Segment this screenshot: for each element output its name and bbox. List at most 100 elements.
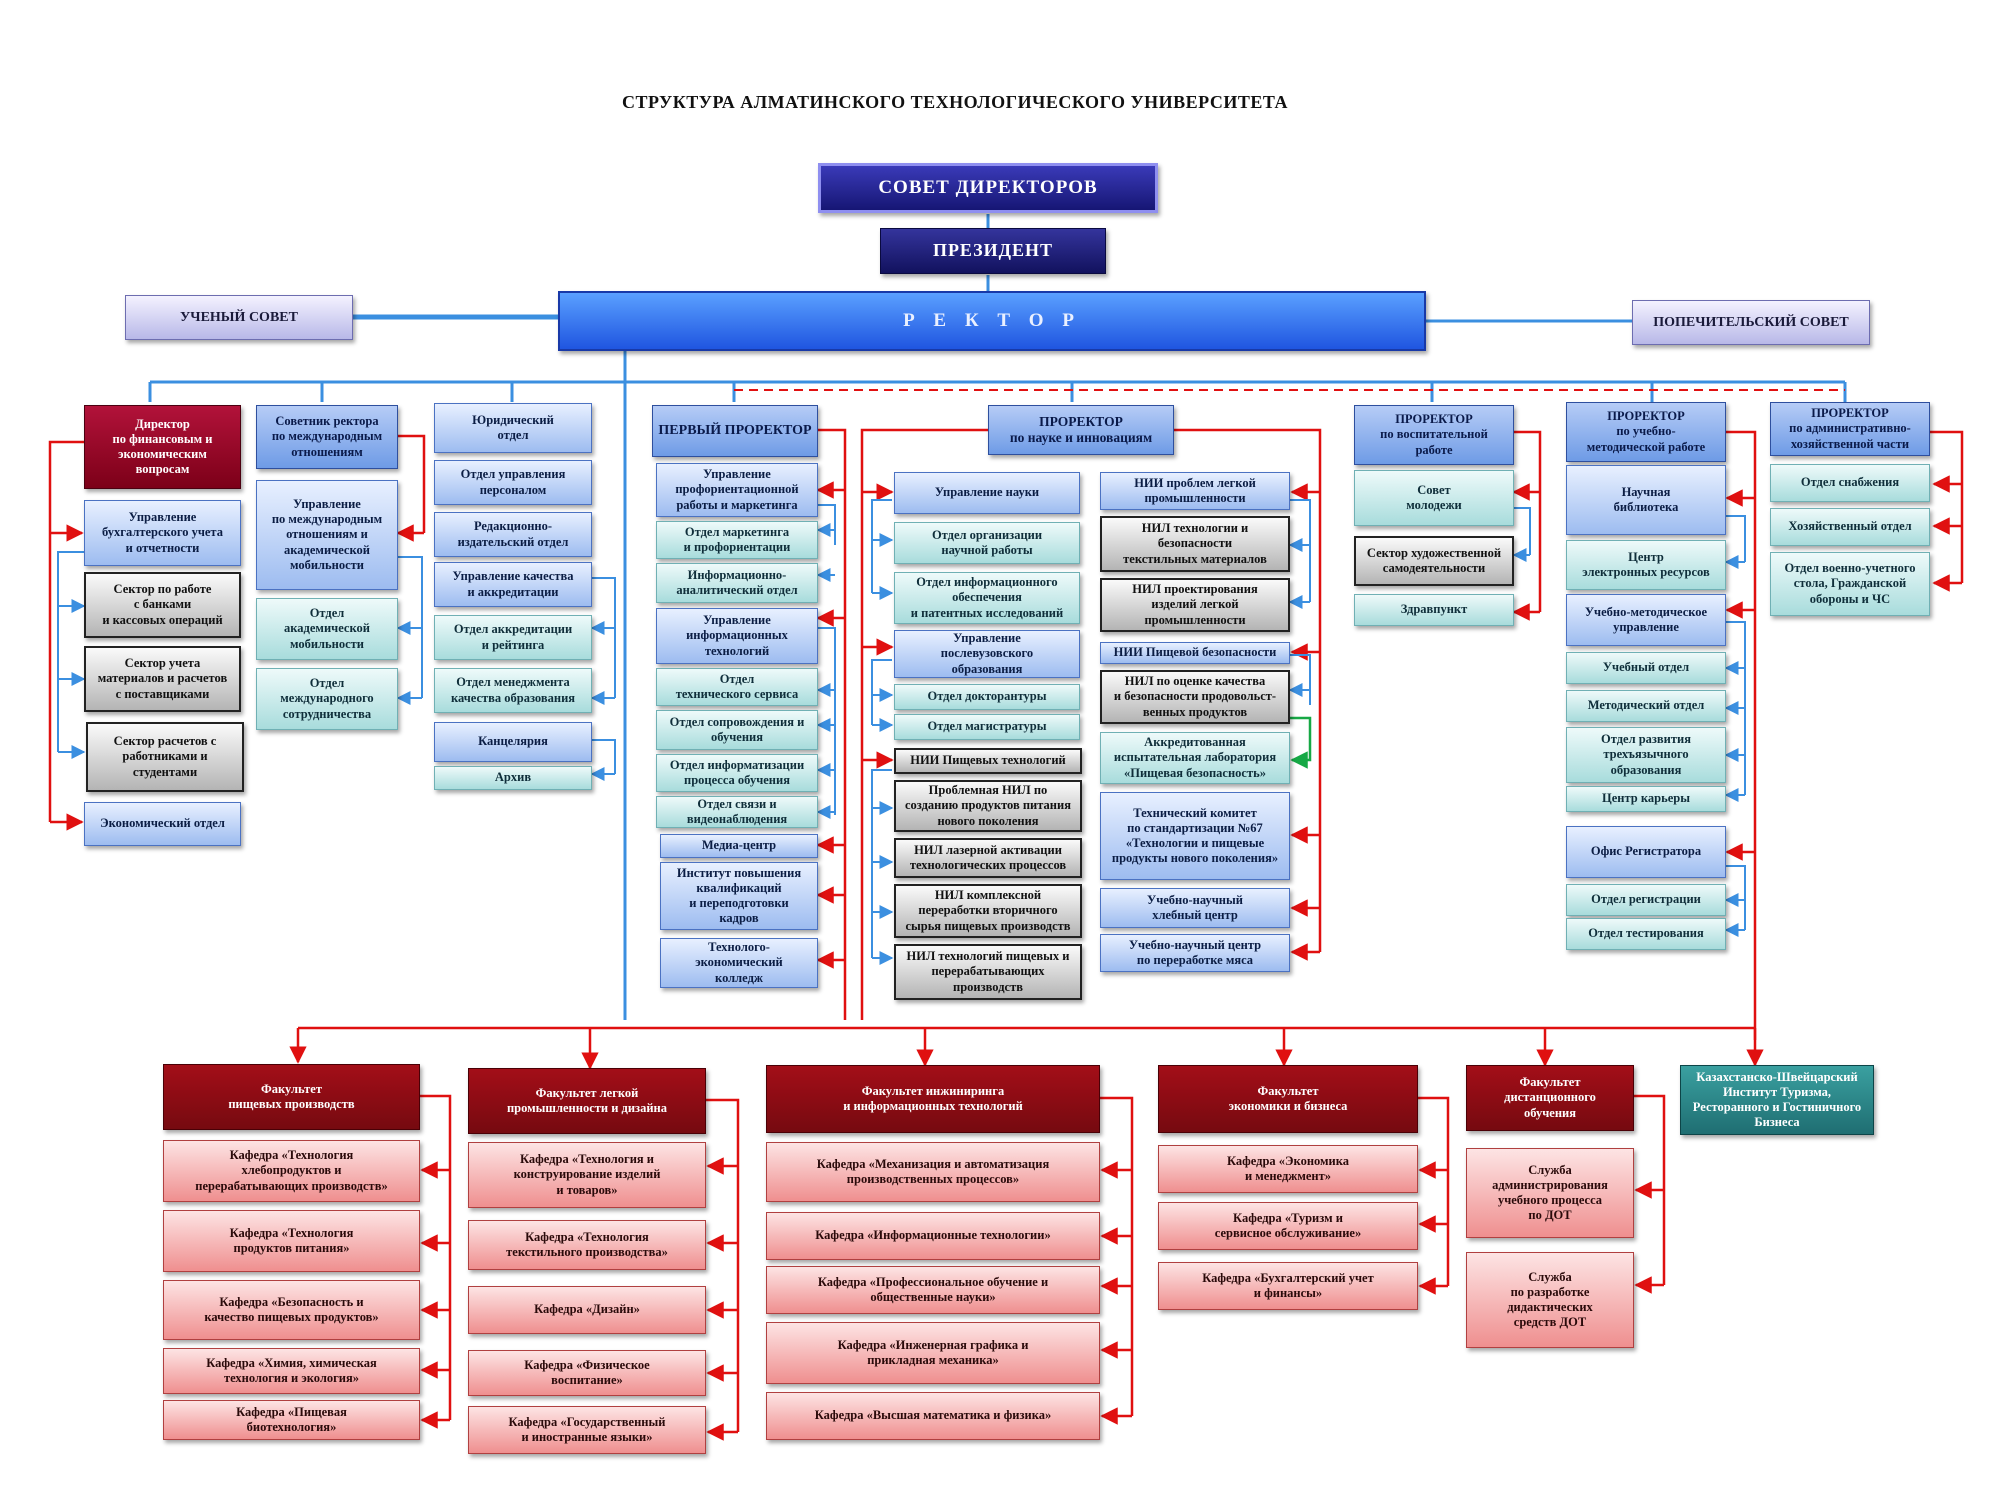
- admin-vice-rector-head[interactable]: ПРОРЕКТОР по административно- хозяйствен…: [1770, 402, 1930, 456]
- rector[interactable]: Р Е К Т О Р: [558, 291, 1426, 351]
- department[interactable]: Кафедра «Технология хлебопродуктов и пер…: [163, 1140, 420, 1202]
- col3-item[interactable]: Отдел аккредитации и рейтинга: [434, 615, 592, 660]
- faculty-food[interactable]: Факультет пищевых производств: [163, 1064, 420, 1130]
- department[interactable]: Кафедра «Механизация и автоматизация про…: [766, 1142, 1100, 1202]
- col4-item[interactable]: Технолого- экономический колледж: [660, 938, 818, 988]
- department[interactable]: Кафедра «Информационные технологии»: [766, 1212, 1100, 1260]
- department[interactable]: Кафедра «Экономика и менеджмент»: [1158, 1145, 1418, 1193]
- col7-item[interactable]: Учебно-методическое управление: [1566, 594, 1726, 646]
- department[interactable]: Кафедра «Государственный и иностранные я…: [468, 1406, 706, 1454]
- col4-item[interactable]: Отдел технического сервиса: [656, 668, 818, 706]
- col5-left-item[interactable]: Проблемная НИЛ по созданию продуктов пит…: [894, 780, 1082, 832]
- col4-item[interactable]: Отдел маркетинга и профориентации: [656, 521, 818, 559]
- service-unit[interactable]: Служба по разработке дидактических средс…: [1466, 1252, 1634, 1348]
- col1-item[interactable]: Управление бухгалтерского учета и отчетн…: [84, 500, 241, 566]
- col7-item[interactable]: Отдел развития трехъязычного образования: [1566, 727, 1726, 783]
- department[interactable]: Кафедра «Технология и конструирование из…: [468, 1142, 706, 1208]
- col1-item[interactable]: Сектор расчетов с работниками и студента…: [86, 722, 244, 792]
- col4-item[interactable]: Отдел связи и видеонаблюдения: [656, 796, 818, 828]
- kazakh-swiss-institute[interactable]: Казахстанско-Швейцарский Институт Туризм…: [1680, 1065, 1874, 1135]
- col5-right-item[interactable]: Технический комитет по стандартизации №6…: [1100, 792, 1290, 880]
- col5-left-item[interactable]: НИИ Пищевых технологий: [894, 748, 1082, 774]
- education-vice-rector-head[interactable]: ПРОРЕКТОР по воспитательной работе: [1354, 405, 1514, 465]
- col5-left-item[interactable]: НИЛ лазерной активации технологических п…: [894, 838, 1082, 878]
- col3-item[interactable]: Управление качества и аккредитации: [434, 562, 592, 607]
- col7-item[interactable]: Центр карьеры: [1566, 786, 1726, 812]
- col5-right-item[interactable]: НИИ Пищевой безопасности: [1100, 642, 1290, 664]
- col3-item[interactable]: Канцелярия: [434, 722, 592, 762]
- faculty-economics[interactable]: Факультет экономики и бизнеса: [1158, 1065, 1418, 1133]
- department[interactable]: Кафедра «Технология текстильного произво…: [468, 1220, 706, 1270]
- col7-item[interactable]: Офис Регистратора: [1566, 826, 1726, 878]
- department[interactable]: Кафедра «Инженерная графика и прикладная…: [766, 1322, 1100, 1384]
- academic-vice-rector-head[interactable]: ПРОРЕКТОР по учебно- методической работе: [1566, 402, 1726, 462]
- department[interactable]: Кафедра «Бухгалтерский учет и финансы»: [1158, 1262, 1418, 1310]
- col5-right-item[interactable]: НИЛ проектирования изделий легкой промыш…: [1100, 578, 1290, 632]
- col2-item[interactable]: Управление по международным отношениям и…: [256, 480, 398, 590]
- department[interactable]: Кафедра «Физическое воспитание»: [468, 1350, 706, 1396]
- faculty-light-industry[interactable]: Факультет легкой промышленности и дизайн…: [468, 1068, 706, 1134]
- col5-right-item[interactable]: НИЛ технологии и безопасности текстильны…: [1100, 516, 1290, 572]
- intl-advisor-head[interactable]: Советник ректора по международным отноше…: [256, 405, 398, 469]
- col5-left-item[interactable]: Управление науки: [894, 472, 1080, 514]
- col8-item[interactable]: Хозяйственный отдел: [1770, 508, 1930, 546]
- col4-item[interactable]: Информационно- аналитический отдел: [656, 563, 818, 603]
- col5-left-item[interactable]: Отдел организации научной работы: [894, 522, 1080, 564]
- col4-item[interactable]: Управление информационных технологий: [656, 608, 818, 664]
- col5-right-item[interactable]: НИИ проблем легкой промышленности: [1100, 472, 1290, 510]
- president[interactable]: ПРЕЗИДЕНТ: [880, 228, 1106, 274]
- col2-item[interactable]: Отдел международного сотрудничества: [256, 668, 398, 730]
- department[interactable]: Кафедра «Дизайн»: [468, 1286, 706, 1334]
- department[interactable]: Кафедра «Химия, химическая технология и …: [163, 1348, 420, 1394]
- academic-council[interactable]: УЧЕНЫЙ СОВЕТ: [125, 295, 353, 340]
- col6-item[interactable]: Совет молодежи: [1354, 470, 1514, 526]
- board-of-trustees[interactable]: ПОПЕЧИТЕЛЬСКИЙ СОВЕТ: [1632, 300, 1870, 345]
- col5-right-item[interactable]: Учебно-научный хлебный центр: [1100, 888, 1290, 928]
- col4-item[interactable]: Институт повышения квалификаций и перепо…: [660, 862, 818, 930]
- finance-director-head[interactable]: Директор по финансовым и экономическим в…: [84, 405, 241, 489]
- col3-item[interactable]: Архив: [434, 766, 592, 790]
- col1-item[interactable]: Экономический отдел: [84, 802, 241, 846]
- col5-right-item[interactable]: Учебно-научный центр по переработке мяса: [1100, 934, 1290, 972]
- col3-item[interactable]: Редакционно- издательский отдел: [434, 512, 592, 557]
- department[interactable]: Кафедра «Технология продуктов питания»: [163, 1210, 420, 1272]
- col3-item[interactable]: Отдел менеджмента качества образования: [434, 668, 592, 713]
- col4-item[interactable]: Отдел сопровождения и обучения: [656, 710, 818, 750]
- col6-item[interactable]: Сектор художественной самодеятельности: [1354, 536, 1514, 586]
- col4-item[interactable]: Отдел информатизации процесса обучения: [656, 754, 818, 792]
- col5-left-item[interactable]: Управление послевузовского образования: [894, 630, 1080, 678]
- col7-item[interactable]: Методический отдел: [1566, 690, 1726, 722]
- col7-item[interactable]: Отдел регистрации: [1566, 884, 1726, 916]
- board-of-directors[interactable]: СОВЕТ ДИРЕКТОРОВ: [818, 163, 1158, 213]
- col1-item[interactable]: Сектор по работе с банками и кассовых оп…: [84, 572, 241, 638]
- col3-item[interactable]: Отдел управления персоналом: [434, 460, 592, 505]
- col7-item[interactable]: Научная библиотека: [1566, 465, 1726, 535]
- col5-right-item[interactable]: Аккредитованная испытательная лаборатори…: [1100, 732, 1290, 784]
- col4-item[interactable]: Управление профориентационной работы и м…: [656, 463, 818, 517]
- col3-item[interactable]: Юридический отдел: [434, 403, 592, 453]
- department[interactable]: Кафедра «Безопасность и качество пищевых…: [163, 1280, 420, 1340]
- col7-item[interactable]: Центр электронных ресурсов: [1566, 540, 1726, 590]
- first-vice-rector-head[interactable]: ПЕРВЫЙ ПРОРЕКТОР: [652, 405, 818, 457]
- col8-item[interactable]: Отдел военно-учетного стола, Гражданской…: [1770, 552, 1930, 616]
- faculty-engineering-it[interactable]: Факультет инжиниринга и информационных т…: [766, 1065, 1100, 1133]
- col1-item[interactable]: Сектор учета материалов и расчетов с пос…: [84, 646, 241, 712]
- col2-item[interactable]: Отдел академической мобильности: [256, 598, 398, 660]
- department[interactable]: Кафедра «Туризм и сервисное обслуживание…: [1158, 1202, 1418, 1250]
- col6-item[interactable]: Здравпункт: [1354, 594, 1514, 626]
- col5-left-item[interactable]: НИЛ комплексной переработки вторичного с…: [894, 884, 1082, 938]
- faculty-distance-learning[interactable]: Факультет дистанционного обучения: [1466, 1065, 1634, 1131]
- science-vice-rector-head[interactable]: ПРОРЕКТОР по науке и инновациям: [988, 405, 1174, 455]
- col5-left-item[interactable]: НИЛ технологий пищевых и перерабатывающи…: [894, 944, 1082, 1000]
- service-unit[interactable]: Служба администрирования учебного процес…: [1466, 1148, 1634, 1238]
- col5-left-item[interactable]: Отдел информационного обеспечения и пате…: [894, 572, 1080, 624]
- col5-left-item[interactable]: Отдел докторантуры: [894, 684, 1080, 710]
- department[interactable]: Кафедра «Профессиональное обучение и общ…: [766, 1266, 1100, 1314]
- col4-item[interactable]: Медиа-центр: [660, 834, 818, 858]
- col7-item[interactable]: Отдел тестирования: [1566, 918, 1726, 950]
- department[interactable]: Кафедра «Высшая математика и физика»: [766, 1392, 1100, 1440]
- col5-right-item[interactable]: НИЛ по оценке качества и безопасности пр…: [1100, 670, 1290, 724]
- col8-item[interactable]: Отдел снабжения: [1770, 464, 1930, 502]
- col5-left-item[interactable]: Отдел магистратуры: [894, 714, 1080, 740]
- department[interactable]: Кафедра «Пищевая биотехнология»: [163, 1400, 420, 1440]
